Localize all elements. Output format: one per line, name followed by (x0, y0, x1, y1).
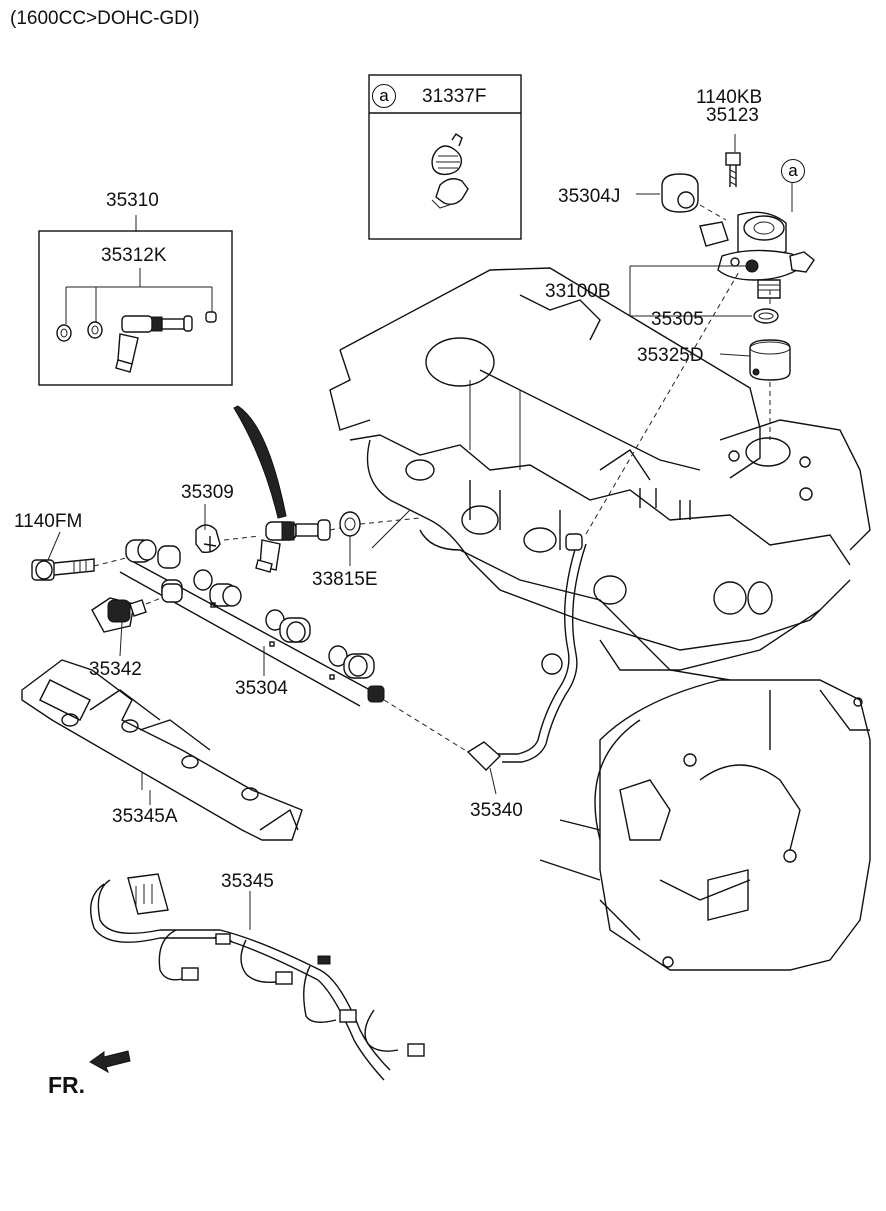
label-35342[interactable]: 35342 (89, 659, 142, 680)
injector-detail (233, 405, 421, 573)
cylinder-head (329, 267, 871, 681)
clip-35309 (195, 524, 261, 554)
label-1140KB[interactable]: 1140KB (696, 87, 763, 108)
label-35304[interactable]: 35304 (235, 678, 288, 699)
pressure-sensor (91, 583, 183, 633)
label-33100B[interactable]: 33100B (545, 281, 611, 302)
callout-box-frame (368, 74, 522, 240)
label-35312K[interactable]: 35312K (101, 245, 167, 266)
callout-part-number[interactable]: 31337F (422, 86, 487, 107)
marker-a: a (781, 159, 805, 183)
wiring-harness (90, 873, 425, 1081)
label-35340[interactable]: 35340 (470, 800, 523, 821)
label-35309[interactable]: 35309 (181, 482, 234, 503)
fuel-rail (119, 539, 385, 707)
fuel-line (383, 269, 741, 771)
transmission-housing (539, 679, 871, 971)
label-35305[interactable]: 35305 (651, 309, 704, 330)
pump-assembly (629, 152, 815, 440)
front-direction-label: FR. (48, 1072, 86, 1098)
bolt-1140fm (31, 557, 127, 581)
label-35304J[interactable]: 35304J (558, 186, 621, 207)
fuel-rail-cover (21, 659, 303, 841)
label-35310[interactable]: 35310 (106, 190, 159, 211)
label-35325D[interactable]: 35325D (637, 345, 704, 366)
label-35345A[interactable]: 35345A (112, 806, 178, 827)
label-33815E[interactable]: 33815E (312, 569, 378, 590)
front-arrow-icon (89, 1050, 131, 1074)
engine-spec-header: (1600CC>DOHC-GDI) (10, 8, 200, 29)
label-35345[interactable]: 35345 (221, 871, 274, 892)
callout-marker: a (372, 84, 396, 108)
label-35123[interactable]: 35123 (706, 105, 759, 126)
leader-lines (47, 134, 751, 805)
label-1140FM[interactable]: 1140FM (14, 511, 83, 532)
